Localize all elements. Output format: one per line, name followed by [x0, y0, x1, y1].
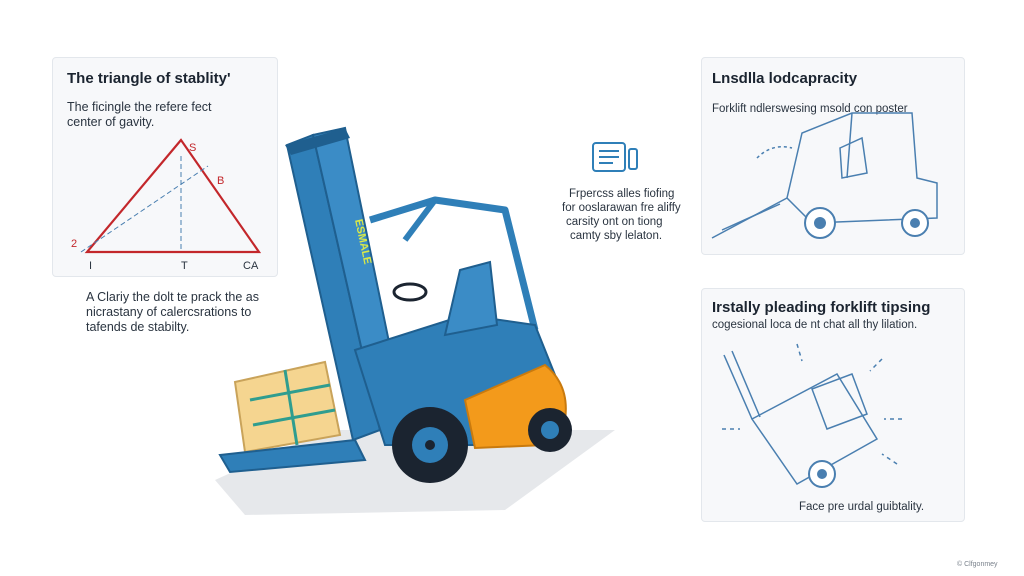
mast-top — [285, 128, 350, 155]
operator-seat — [443, 260, 499, 337]
vertex-label-t: T — [181, 260, 188, 272]
pallet-load — [233, 360, 342, 454]
center-note-1: Frpercss alles fiofing — [569, 188, 675, 200]
left-caption-3: tafends de stabilty. — [86, 320, 190, 334]
stability-panel-title: The triangle of stablity' — [67, 70, 231, 87]
overhead-guard — [368, 196, 539, 331]
tipping-subtitle: cogesional loca de nt chat all thy lilat… — [712, 319, 918, 331]
center-note-3: carsity ont on tiong — [566, 216, 663, 228]
tipping-caption: Face pre urdal guibtality. — [799, 501, 925, 513]
monitor-icon — [592, 142, 638, 172]
stability-triangle-panel: The triangle of stablity' The ficingle t… — [52, 57, 278, 277]
gravity-line-dashed — [80, 165, 209, 253]
tipping-panel: Irstally pleading forklift tipsing coges… — [701, 288, 965, 522]
center-note-2: for ooslarawan fre aliffy — [562, 202, 681, 214]
steering-wheel — [392, 282, 428, 302]
center-note-4: camty sby lelaton. — [570, 230, 663, 242]
forks — [218, 438, 367, 474]
load-capacity-subtitle: Forklift ndlerswesing msold con poster — [712, 103, 908, 115]
vertex-label-2: 2 — [71, 238, 78, 250]
stability-panel-subtitle-1: The ficingle the refere fect — [67, 100, 212, 114]
tipping-sketch — [722, 343, 902, 488]
triangle-shape — [84, 138, 262, 254]
tipping-title: Irstally pleading forklift tipsing — [712, 299, 931, 316]
load-capacity-title: Lnsdlla lodcapracity — [712, 70, 858, 87]
left-caption-1: A Clariy the dolt tе prack the as — [86, 290, 260, 304]
stability-triangle — [80, 138, 262, 254]
vertex-label-ca: CA — [243, 260, 259, 272]
footer-credit: © Clfgonmey — [957, 561, 998, 568]
vertex-label-i: I — [89, 260, 93, 272]
forklift-illustration: ESMALE — [215, 126, 615, 515]
load-capacity-panel: Lnsdlla lodcapracity Forklift ndlerswesi… — [701, 57, 965, 255]
stability-panel-subtitle-2: center of gavity. — [67, 115, 155, 129]
vertex-label-s: S — [189, 142, 197, 154]
left-caption-2: nicrastany of calercsrations to — [86, 305, 252, 319]
vertex-label-b: B — [217, 175, 225, 187]
load-capacity-sketch — [711, 112, 938, 239]
